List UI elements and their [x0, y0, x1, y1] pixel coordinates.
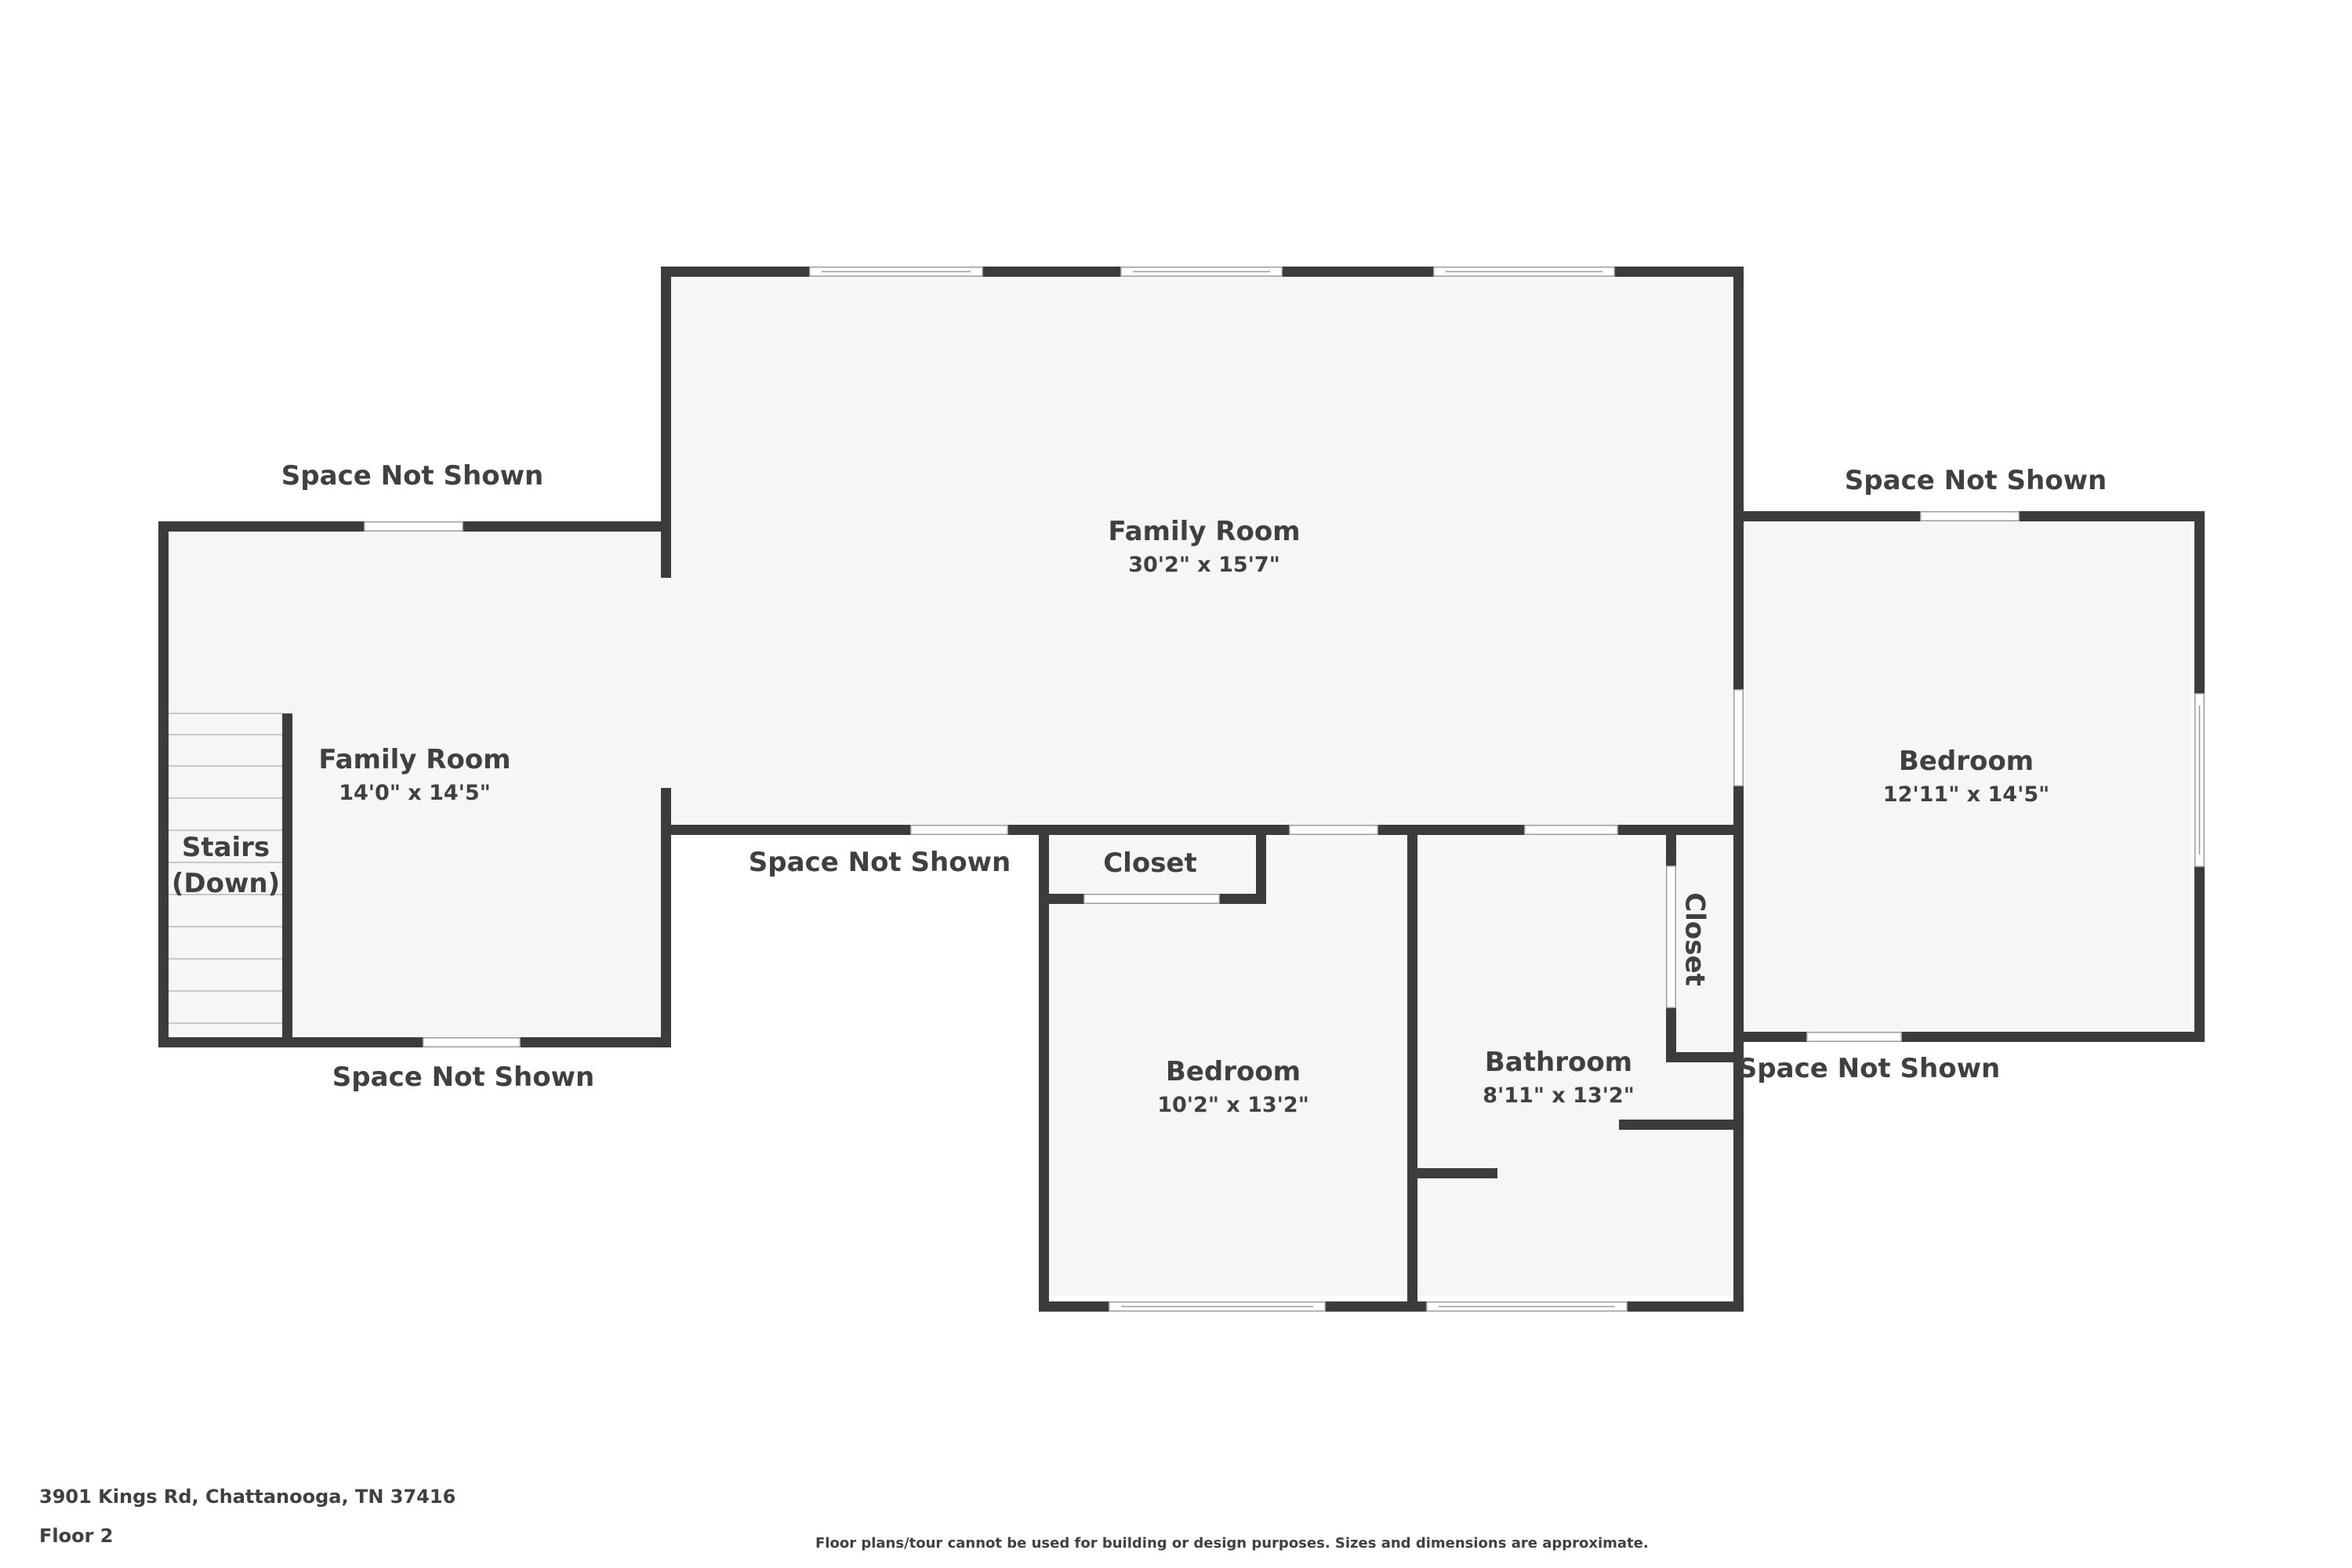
- bedroom-south-name: Bedroom: [1166, 1056, 1301, 1087]
- bathroom-dims: 8'11" x 13'2": [1483, 1083, 1635, 1108]
- doorway: [910, 825, 1008, 835]
- wall: [661, 788, 671, 1047]
- bedroom-east-name: Bedroom: [1899, 746, 2034, 777]
- doorway: [1289, 825, 1378, 835]
- wall: [1407, 1168, 1497, 1178]
- family-room-main-dims: 30'2" x 15'7": [1128, 553, 1280, 577]
- family-room-west-dims: 14'0" x 14'5": [339, 781, 491, 805]
- wall: [1619, 1120, 1744, 1130]
- window: [423, 1037, 521, 1047]
- window-glazing: [822, 270, 2201, 1308]
- bedroom-south-floor: [1049, 831, 1413, 1296]
- space-not-shown-west-top: Space Not Shown: [281, 460, 543, 492]
- wall: [158, 521, 169, 1047]
- wall: [1256, 825, 1266, 903]
- bathroom-floor: [1413, 831, 1739, 1296]
- family-room-main-name: Family Room: [1108, 516, 1300, 547]
- wall: [1407, 825, 1417, 1312]
- wall: [1039, 825, 1049, 1312]
- closet-door: [1083, 894, 1220, 904]
- doorway: [1733, 689, 1744, 786]
- wall: [1733, 267, 1744, 1312]
- space-not-shown-east-bottom: Space Not Shown: [1738, 1053, 2000, 1084]
- wall: [1666, 1052, 1744, 1062]
- family-room-west-floor: [166, 531, 670, 1041]
- space-not-shown-center-bottom: Space Not Shown: [749, 847, 1011, 878]
- wall: [661, 267, 671, 578]
- stairs-label-line1: Stairs: [182, 832, 270, 863]
- bedroom-east-floor: [1739, 519, 2191, 1041]
- floor-label: Floor 2: [39, 1525, 114, 1547]
- address-text: 3901 Kings Rd, Chattanooga, TN 37416: [39, 1486, 456, 1508]
- window: [1920, 511, 2020, 521]
- window: [364, 521, 463, 532]
- family-room-main-floor: [670, 276, 1739, 831]
- window: [1806, 1032, 1902, 1042]
- disclaimer-text: Floor plans/tour cannot be used for buil…: [815, 1535, 1649, 1552]
- doorway: [1524, 825, 1618, 835]
- bedroom-south-dims: 10'2" x 13'2": [1157, 1093, 1309, 1117]
- family-room-west-name: Family Room: [318, 744, 510, 775]
- wall: [1733, 1032, 2205, 1042]
- room-floors: [166, 276, 2191, 1296]
- closet-south-name: Closet: [1103, 848, 1197, 879]
- wall: [158, 1037, 671, 1047]
- bedroom-east-dims: 12'11" x 14'5": [1883, 782, 2049, 807]
- space-not-shown-west-bottom: Space Not Shown: [332, 1062, 594, 1093]
- stairs-treads: [169, 713, 282, 1024]
- outside-labels: Space Not Shown Space Not Shown Space No…: [281, 460, 2107, 1093]
- space-not-shown-east-top: Space Not Shown: [1845, 465, 2107, 496]
- closet-door: [1666, 866, 1676, 1008]
- closet-bath-name: Closet: [1679, 892, 1711, 986]
- room-labels: Family Room 30'2" x 15'7" Family Room 14…: [172, 516, 2049, 1117]
- bathroom-name: Bathroom: [1485, 1047, 1632, 1078]
- stairs-label-line2: (Down): [172, 868, 280, 899]
- wall: [282, 713, 292, 1047]
